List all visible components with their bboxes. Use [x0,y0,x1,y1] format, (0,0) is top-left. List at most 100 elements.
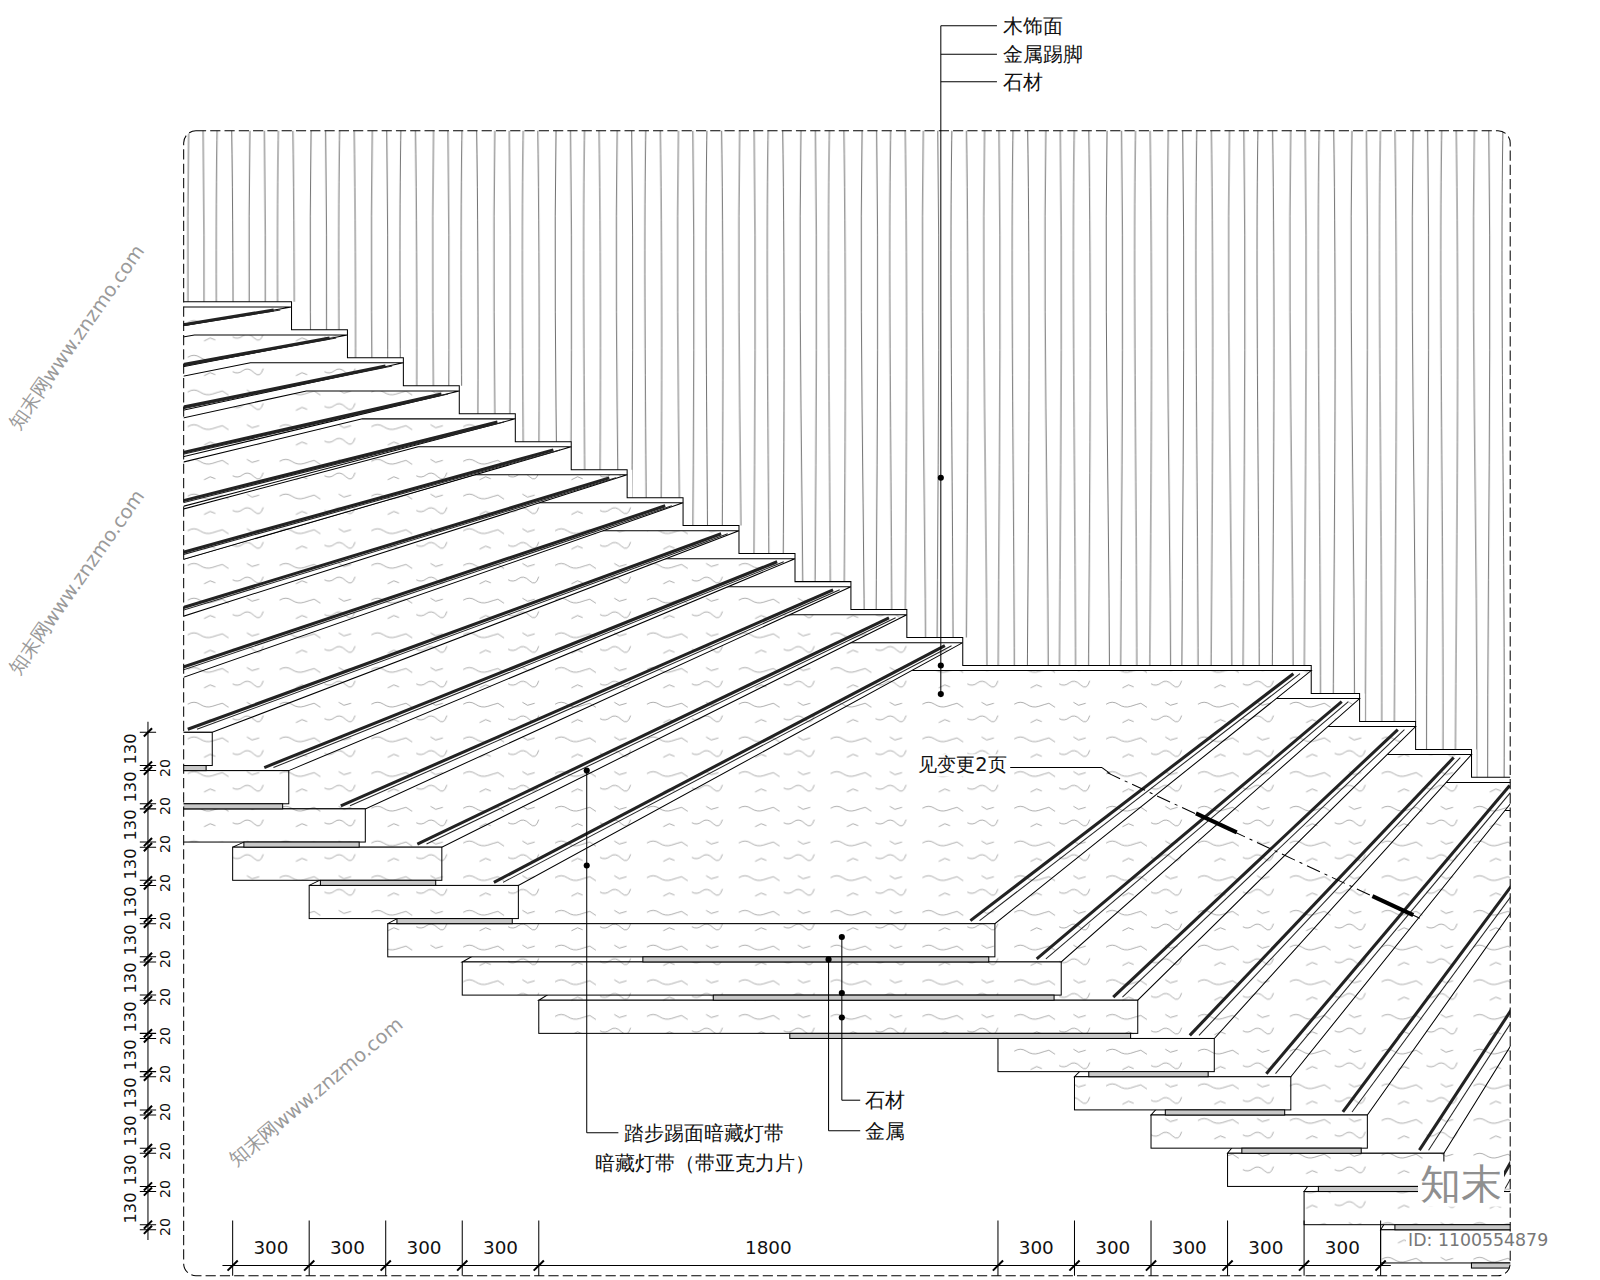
stone-steps-part [184,366,386,500]
stone-steps-part [397,919,512,924]
stone-steps-part [184,310,281,423]
dimension-number: 130 [122,886,140,917]
dimension-number: 20 [158,1027,174,1045]
dimension-number: 300 [1172,1238,1207,1258]
leader-lines-part [940,26,941,694]
dimension-lines-part [147,722,148,1240]
stone-steps-part [184,338,337,461]
dimension-number: 130 [122,1078,140,1109]
stone-steps-part [184,804,283,809]
stone-steps-part [184,394,442,538]
leader-lines-part [941,25,997,26]
dimension-number: 130 [122,963,140,994]
dimension-number: 300 [1248,1238,1283,1258]
watermark: 知末网www.znzmo.com [5,241,148,433]
watermark: ID: 1100554879 [1406,1231,1550,1250]
leader-dots-part [839,990,845,996]
stone-steps-part [713,995,1054,1000]
stone-steps-part [320,880,435,885]
stone-steps-part [1089,1072,1208,1077]
dimension-lines-part [222,1265,1390,1266]
stone-steps-part [184,338,330,461]
stone-steps-part [998,1038,1214,1071]
dimension-lines-part [228,1260,1386,1270]
dimension-lines-part [233,1221,1381,1276]
stone-steps-part [184,732,213,765]
stone-steps-part [184,335,348,465]
dimension-number: 130 [122,1001,140,1032]
dimension-number: 20 [158,1218,174,1236]
stone-steps-part [1074,1077,1290,1110]
dimension-number: 300 [406,1238,441,1258]
leader-dots-part [584,862,590,868]
section-cut-line [1107,773,1420,919]
dimension-number: 130 [122,1192,140,1223]
leader-lines [587,26,1110,1133]
callout-label: 见变更2页 [916,755,1008,776]
stone-steps-part [184,307,292,426]
dimension-number: 20 [158,759,174,777]
dimension-number: 20 [158,950,174,968]
leader-lines-part [587,1132,619,1133]
dimension-number: 20 [158,835,174,853]
dimension-number: 130 [122,848,140,879]
callout-label: 金属 [865,1119,905,1141]
dimension-number: 130 [122,733,140,764]
leader-lines-part [941,54,997,55]
leader-lines-part [842,1100,860,1101]
dimension-number: 130 [122,810,140,841]
dimension-number: 300 [1019,1238,1054,1258]
dimension-lines [140,722,1391,1276]
stone-steps-part [539,1000,1138,1033]
leader-lines-part [1102,768,1110,774]
stone-steps-part [184,766,206,771]
watermark: 知末网www.znzmo.com [225,1013,407,1170]
dimension-number: 130 [122,1039,140,1070]
dimension-number: 20 [158,874,174,892]
section-cut-line-part [1372,896,1413,915]
dimension-number: 20 [158,1065,174,1083]
stone-steps-part [790,1033,1131,1038]
stone-steps [184,307,1511,1268]
dimension-number: 130 [122,1116,140,1147]
dimension-number: 300 [330,1238,365,1258]
stone-steps-part [1381,1230,1511,1263]
stone-steps-part [1228,1153,1444,1186]
stone-steps-part [1165,1110,1284,1115]
callout-label: 石材 [865,1089,905,1111]
stair-illustration [184,131,1511,1268]
stone-steps-part [1151,1115,1367,1148]
stone-steps-part [184,366,392,500]
leader-dots-part [839,1014,845,1020]
leader-dots-part [826,956,832,962]
stone-steps-part [643,957,989,962]
dimension-number: 20 [158,988,174,1006]
watermark: 知末网www.znzmo.com [5,486,148,678]
leader-lines-part [1010,767,1102,768]
dimension-number: 20 [158,1180,174,1198]
dimension-number: 20 [158,1103,174,1121]
dimension-number: 1800 [745,1238,792,1258]
drawing-frame [184,131,1511,1276]
stone-steps-part [184,394,448,538]
leader-dots-part [839,934,845,940]
dimension-number: 300 [483,1238,518,1258]
leader-lines-part [941,81,997,82]
dimension-lines-part [140,732,156,1229]
section-cut-line-part [1196,813,1237,832]
dimension-lines-part [144,728,152,1234]
leader-dots-part [938,691,944,697]
dimension-number: 130 [122,1154,140,1185]
callout-label: 木饰面 [1003,14,1063,36]
stone-steps-part [309,885,518,918]
stone-steps-part [462,962,1061,995]
dimension-number: 130 [122,771,140,802]
stone-steps-part [980,674,1300,921]
stone-steps-part [388,924,995,957]
watermark: 知末 [1418,1161,1504,1206]
leader-dots [584,475,944,1021]
leader-lines-part [829,1130,861,1131]
leader-lines-part [586,771,587,1133]
